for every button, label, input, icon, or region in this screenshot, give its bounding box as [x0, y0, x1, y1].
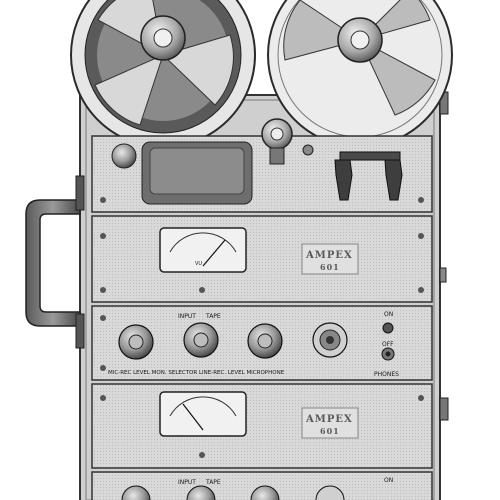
transport-panel	[91, 118, 433, 213]
mic-rec-level-knob[interactable]	[118, 324, 154, 360]
label-tape: TAPE	[205, 313, 221, 320]
brand-plate-bottom	[301, 407, 359, 439]
carry-handle	[25, 175, 85, 349]
jack-bottom[interactable]	[315, 485, 345, 500]
control-panel-top: INPUT TAPE ON OFF PHONES MIC-REC LEVEL M…	[91, 305, 433, 381]
vu-label: VU	[195, 261, 202, 267]
hinge	[439, 397, 449, 421]
power-toggle[interactable]	[382, 322, 394, 334]
takeup-reel	[267, 0, 453, 148]
brand-name-bottom: AMPEX	[305, 414, 353, 425]
label-tape-bottom: TAPE	[205, 479, 221, 486]
label-input: INPUT	[178, 313, 196, 320]
knob-bottom-1[interactable]	[121, 485, 151, 500]
label-phones: PHONES	[374, 371, 399, 378]
line-rec-level-knob[interactable]	[247, 323, 283, 359]
label-on: ON	[384, 311, 393, 318]
meter-panel-bottom: AMPEX 601	[91, 383, 433, 469]
brand-plate	[301, 243, 359, 275]
mon-selector-knob[interactable]	[183, 322, 219, 358]
model-number-bottom: 601	[320, 426, 340, 436]
control-panel-bottom: INPUT TAPE ON	[91, 471, 433, 500]
knob-bottom-3[interactable]	[250, 485, 280, 500]
label-on-bottom: ON	[384, 477, 393, 484]
knob-bottom-2[interactable]	[186, 485, 216, 500]
label-off: OFF	[382, 341, 394, 348]
panel-caption: MIC-REC LEVEL MON. SELECTOR LINE-REC. LE…	[108, 370, 285, 376]
microphone-jack[interactable]	[312, 322, 348, 358]
model-number: 601	[320, 262, 340, 272]
supply-reel	[70, 0, 256, 148]
brand-name: AMPEX	[305, 250, 353, 261]
meter-panel-top: VU AMPEX 601	[91, 215, 433, 303]
label-input-bottom: INPUT	[178, 479, 196, 486]
phones-jack[interactable]	[381, 347, 395, 361]
